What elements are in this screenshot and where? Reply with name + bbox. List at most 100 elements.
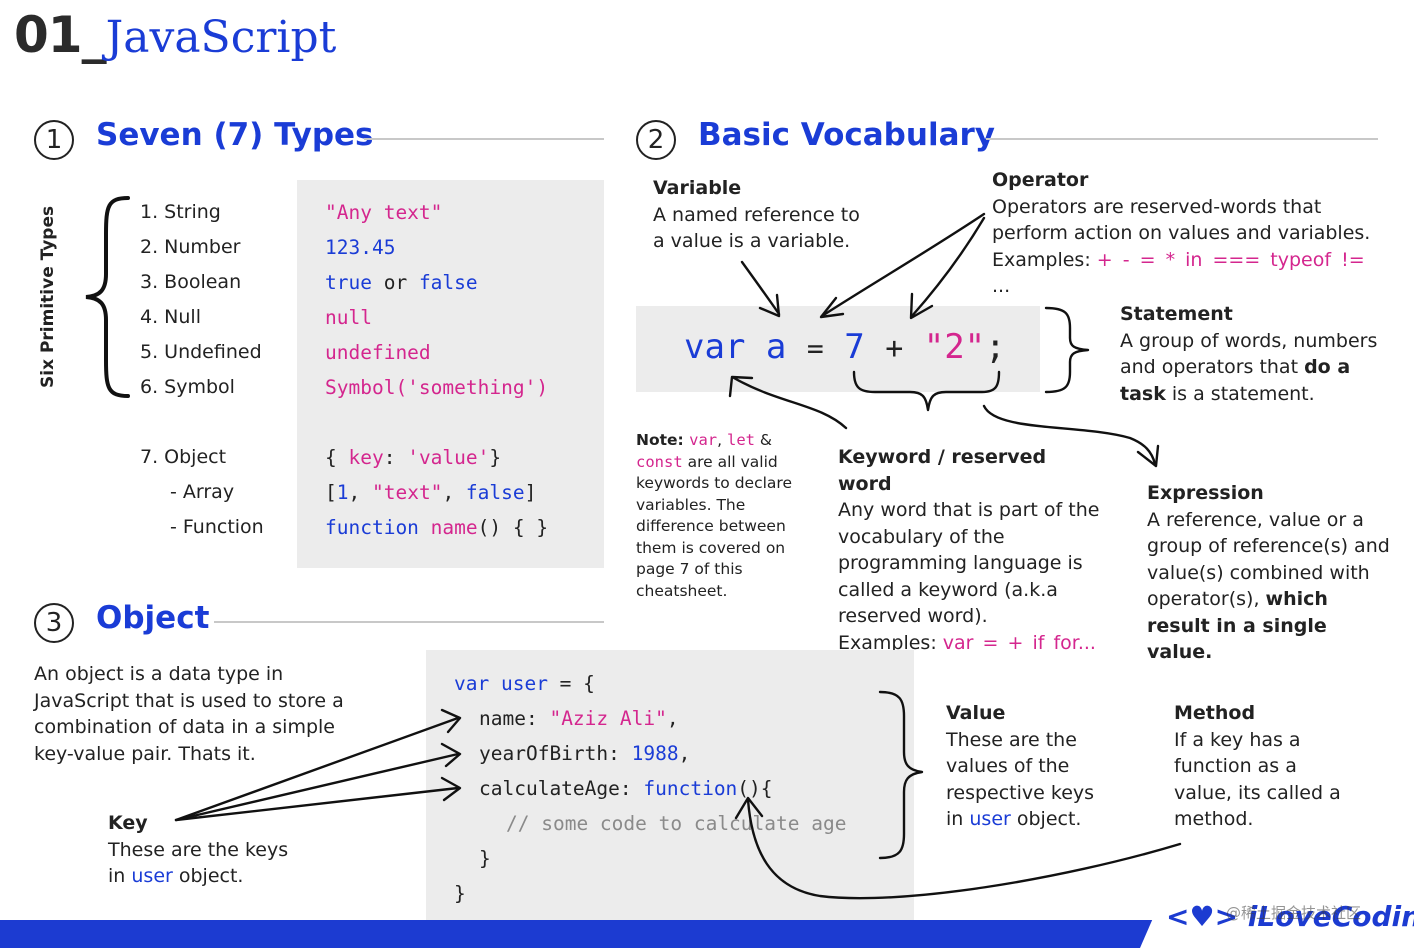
keyword-arrow-icon: [732, 376, 848, 430]
example-null: null: [325, 306, 372, 329]
example-false: false: [418, 271, 478, 294]
value-user: user: [969, 808, 1011, 830]
type-array: - Array: [170, 481, 235, 503]
value-block: Value These are the values of the respec…: [946, 700, 1116, 833]
type-function: - Function: [170, 516, 264, 538]
type-examples: "Any text" 123.45 true or false null und…: [325, 195, 548, 405]
note-text: are all valid keywords to declare variab…: [636, 452, 792, 600]
page-title: JavaScript: [105, 12, 337, 63]
code-l4-key: calculateAge:: [479, 777, 644, 800]
key-text2: object.: [172, 865, 244, 887]
expression-text-main: A reference, value or a group of referen…: [1147, 508, 1390, 611]
keyword-text: Any word that is part of the vocabulary …: [838, 499, 1100, 627]
key-block: Key These are the keys in user object.: [108, 810, 308, 890]
type-object: 7. Object: [140, 446, 227, 468]
example-number: 123.45: [325, 236, 396, 259]
section3-number: 3: [34, 603, 74, 643]
example-boolean: true or false: [325, 265, 548, 300]
code-line-1: var user = {: [454, 666, 846, 701]
expression-text: A reference, value or a group of referen…: [1147, 507, 1392, 666]
operator-examples-list: + - = * in === typeof !=: [1096, 248, 1365, 271]
code-l1-rest: = {: [547, 672, 595, 695]
variable-block: Variable A named reference to a value is…: [653, 175, 873, 255]
statement-brace-icon: [1044, 306, 1090, 394]
key-arrow-calc-icon: [174, 786, 460, 822]
key-heading: Key: [108, 812, 148, 834]
footer-brand: <♥> iLoveCoding: [1166, 900, 1414, 933]
obj-value: 'value': [407, 446, 490, 469]
object-type-list: 7. Object - Array - Function: [140, 440, 264, 545]
expression-block: Expression A reference, value or a group…: [1147, 480, 1392, 666]
page-number: 01_: [14, 6, 107, 64]
type-number: 2. Number: [140, 236, 241, 258]
arr-one: 1: [336, 481, 349, 504]
keyword-block: Keyword / reserved word Any word that is…: [838, 444, 1103, 656]
footer-brand-backdrop: [1140, 892, 1414, 948]
statement-text1: A group of words, numbers and operators …: [1120, 329, 1378, 379]
code-plus: +: [885, 331, 904, 366]
type-undefined: 5. Undefined: [140, 341, 262, 363]
code-l2-key: name:: [479, 707, 550, 730]
key-text: These are the keys in user object.: [108, 837, 308, 890]
fn-keyword: function: [325, 516, 419, 539]
example-array: [1, "text", false]: [325, 475, 548, 510]
arr-close: ]: [524, 481, 537, 504]
brand-logo-icon: <♥>: [1166, 900, 1239, 933]
expression-bold: which result in a single value.: [1147, 588, 1328, 663]
arr-false: false: [465, 481, 525, 504]
value-text2: object.: [1010, 808, 1082, 830]
code-semicolon: ;: [985, 327, 1006, 367]
operator-examples: Examples: + - = * in === typeof != ...: [992, 247, 1382, 300]
type-examples-box: [297, 180, 604, 568]
code-line-2: name: "Aziz Ali",: [454, 701, 846, 736]
expression-brace-icon: [852, 370, 1001, 412]
type-boolean: 3. Boolean: [140, 271, 242, 293]
type-symbol: 6. Symbol: [140, 376, 235, 398]
arr-comma1: ,: [348, 481, 372, 504]
statement-text2: is a statement.: [1165, 382, 1315, 405]
operator-block: Operator Operators are reserved-words th…: [992, 167, 1382, 300]
operator-examples-label: Examples:: [992, 248, 1097, 271]
section3-rule: [214, 621, 604, 623]
code-line-7: }: [454, 882, 466, 905]
example-true: true: [325, 271, 372, 294]
primitive-brace-icon: [85, 196, 130, 398]
code-eq: =: [806, 332, 824, 365]
key-arrow-year-icon: [174, 752, 460, 822]
keyword-heading: Keyword / reserved word: [838, 446, 1047, 495]
example-function: function name() { }: [325, 510, 548, 545]
keyword-examples: Examples: var = + if for...: [838, 630, 1103, 657]
key-user: user: [131, 865, 173, 887]
statement-bold: do a task: [1120, 356, 1351, 405]
operator-ellipsis: ...: [992, 275, 1011, 297]
operator-arrow-eq-icon: [820, 212, 986, 318]
fn-name: name: [418, 516, 478, 539]
expression-arrow-icon: [982, 404, 1157, 466]
note-block: Note: var, let & const are all valid key…: [636, 430, 796, 602]
example-symbol: Symbol('something'): [325, 376, 549, 399]
code-l3-val: 1988: [631, 742, 679, 765]
code-string: "2": [923, 327, 986, 367]
section2-rule: [986, 138, 1378, 140]
value-text: These are the values of the respective k…: [946, 727, 1116, 833]
variable-heading: Variable: [653, 177, 742, 199]
section2-number: 2: [636, 120, 676, 160]
fn-rest: () { }: [477, 516, 549, 539]
code-seven: 7: [844, 327, 865, 367]
code-l3-key: yearOfBirth:: [479, 742, 632, 765]
statement-block: Statement A group of words, numbers and …: [1120, 301, 1390, 407]
example-object: { key: 'value'}: [325, 440, 548, 475]
section1-rule: [364, 138, 604, 140]
code-l2-val: "Aziz Ali": [549, 707, 667, 730]
value-text1: These are the values of the respective k…: [946, 728, 1095, 831]
code-var: var: [684, 327, 746, 367]
arr-open: [: [325, 481, 337, 504]
code-l4-fn: function: [643, 777, 738, 800]
code-l2-end: ,: [666, 707, 679, 730]
key-arrow-name-icon: [174, 716, 460, 822]
statement-heading: Statement: [1120, 303, 1233, 325]
value-brace-icon: [878, 690, 924, 860]
obj-close: }: [489, 446, 502, 469]
